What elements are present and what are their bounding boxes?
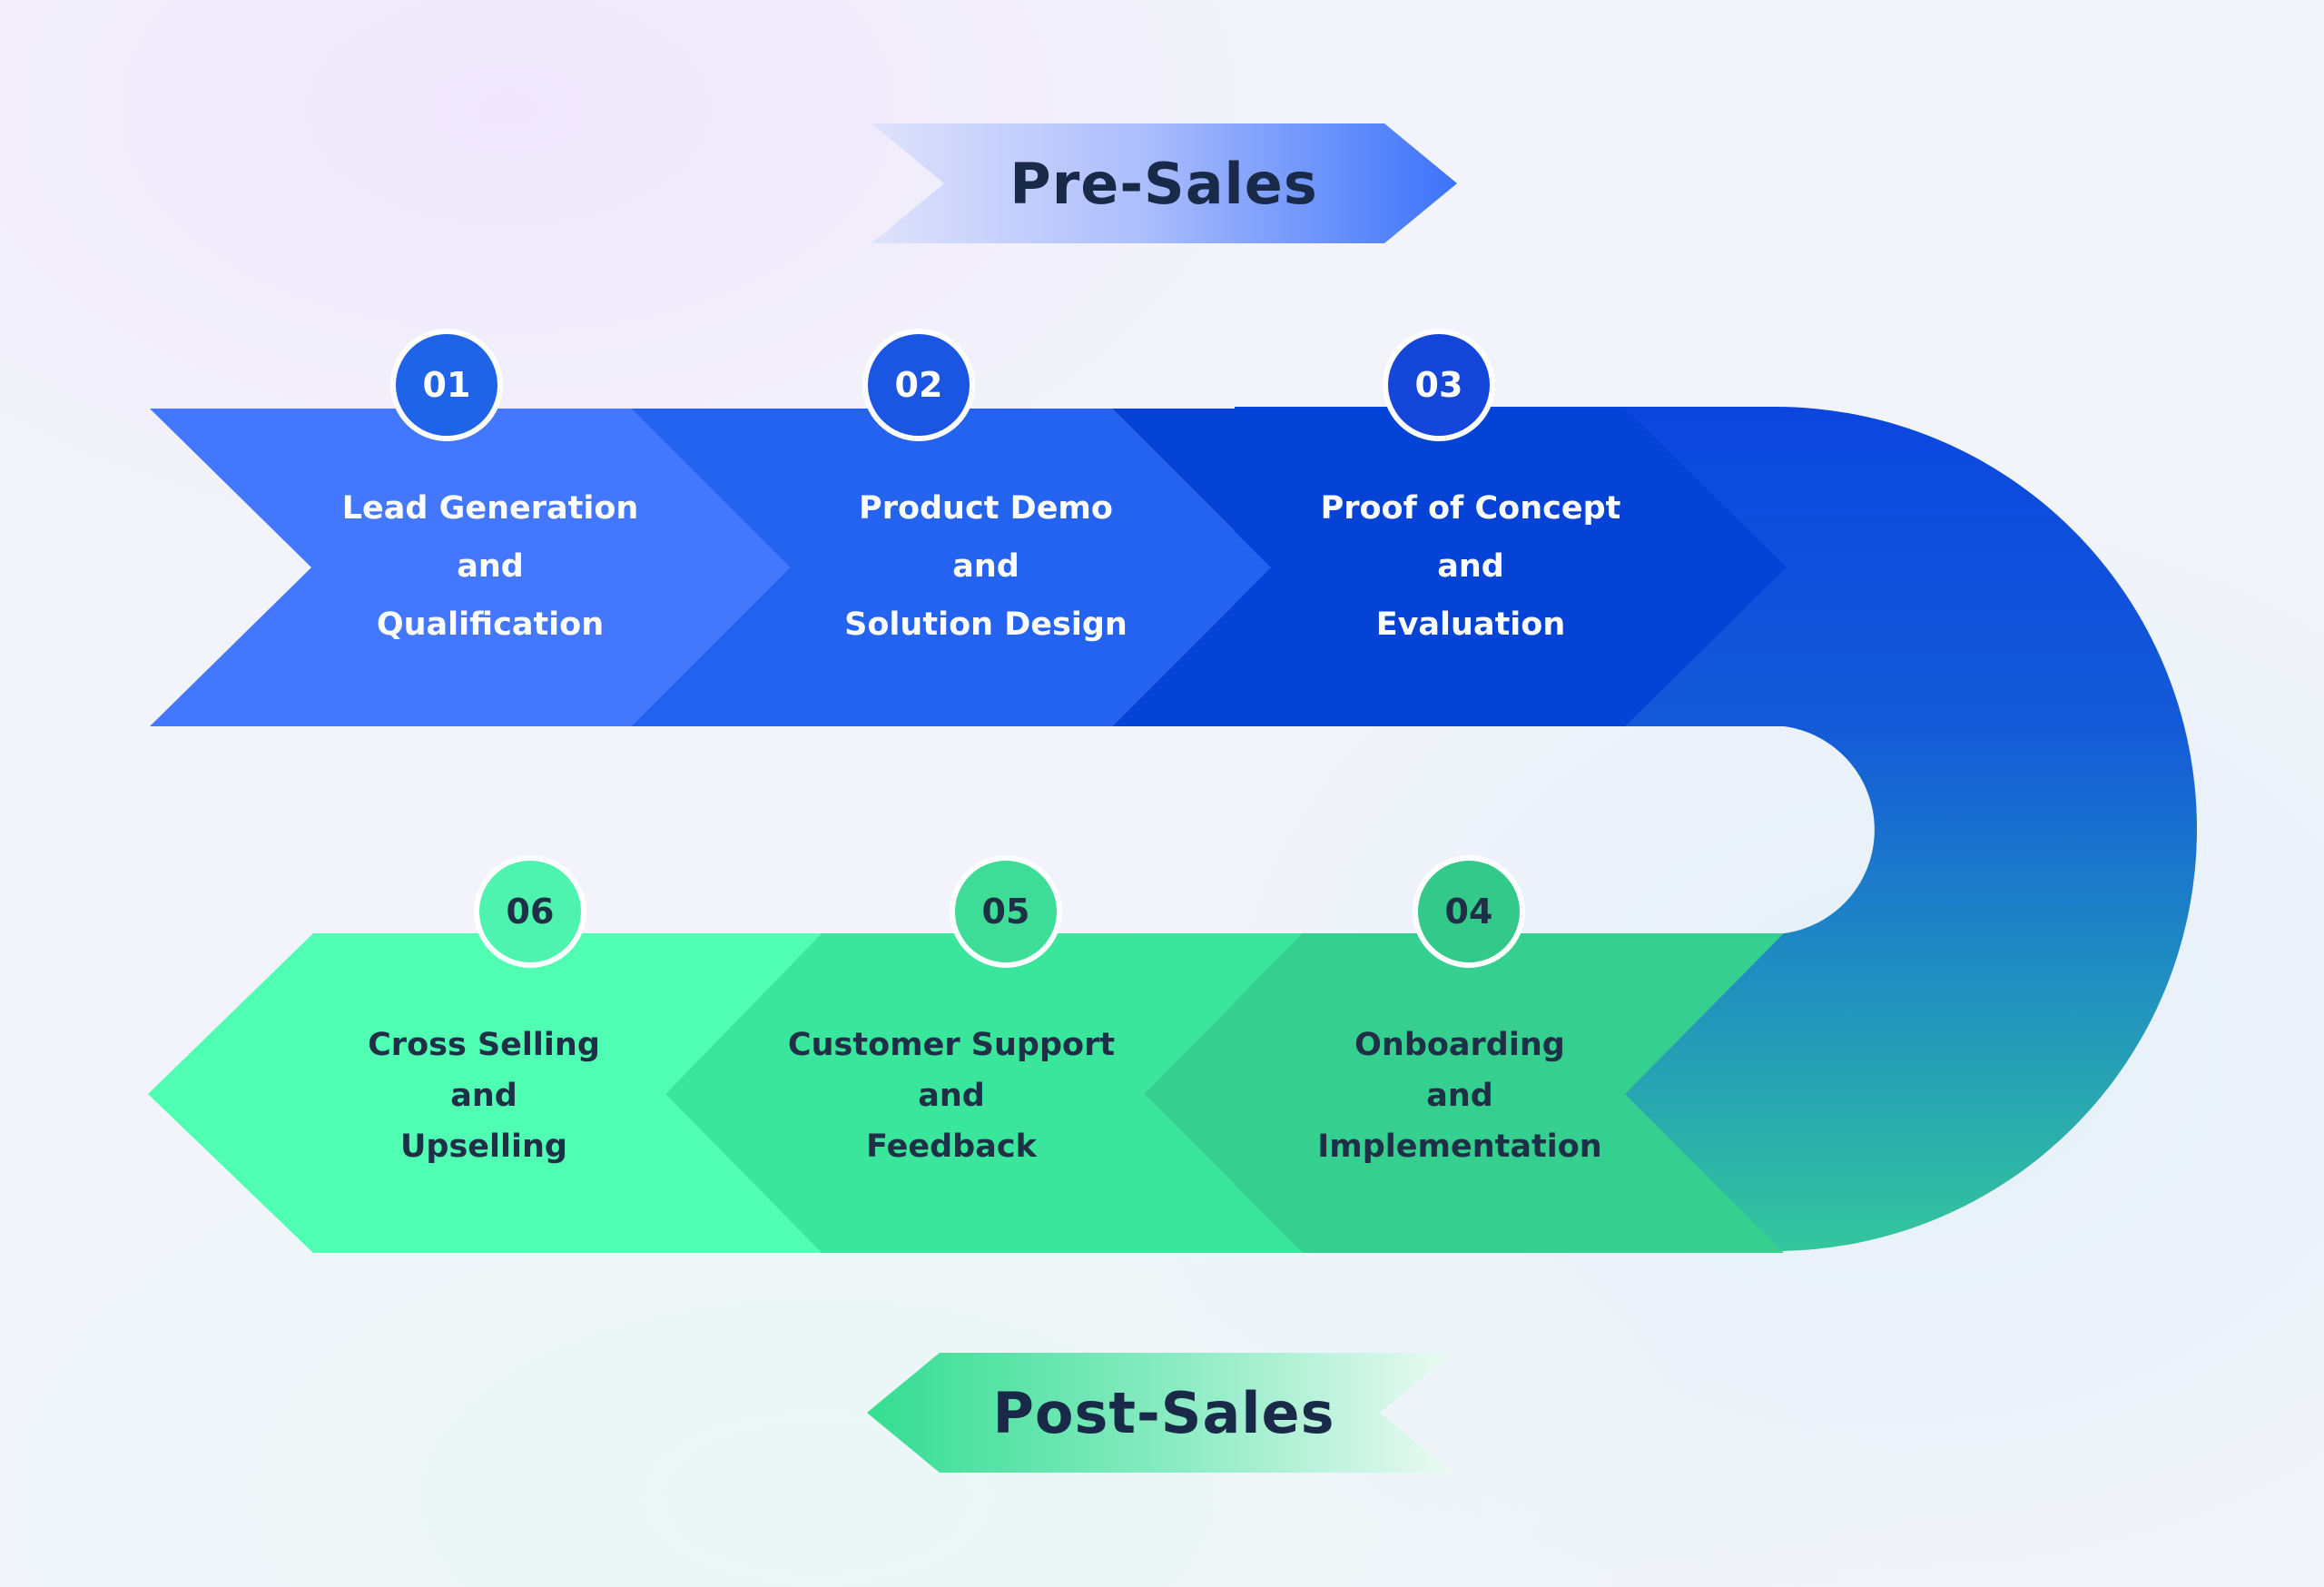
step-02-line-3: Solution Design (844, 606, 1128, 643)
step-04-line-3: Implementation (1317, 1129, 1602, 1165)
step-01-label: Lead Generation and Qualification (309, 479, 672, 654)
step-01-line-3: Qualification (376, 606, 605, 643)
step-05-line-1: Customer Support (787, 1027, 1116, 1063)
step-04-line-2: and (1426, 1078, 1493, 1114)
step-05-number-badge: 05 (950, 855, 1062, 968)
step-01-chevron (150, 409, 790, 726)
post-sales-label: Post-Sales (992, 1379, 1335, 1446)
step-06-number-badge: 06 (474, 855, 586, 968)
step-05-line-3: Feedback (866, 1129, 1037, 1165)
step-04-chevron (1144, 933, 1784, 1253)
step-04-label: Onboarding and Implementation (1278, 1020, 1641, 1172)
step-02-label: Product Demo and Solution Design (804, 479, 1167, 654)
pre-sales-banner-shape (872, 123, 1457, 243)
step-03-line-3: Evaluation (1375, 606, 1566, 643)
step-03-number-badge: 03 (1383, 329, 1495, 441)
step-01-line-1: Lead Generation (341, 490, 639, 527)
step-02-line-1: Product Demo (859, 490, 1113, 527)
step-03-chevron (1112, 409, 1787, 726)
step-05-label: Customer Support and Feedback (770, 1020, 1133, 1172)
step-01-line-2: and (457, 548, 524, 585)
step-02-number-badge: 02 (862, 329, 975, 441)
step-06-label: Cross Selling and Upselling (302, 1020, 665, 1172)
step-02-line-2: and (952, 548, 1019, 585)
step-05-chevron (665, 933, 1303, 1253)
pre-sales-label: Pre-Sales (1009, 150, 1318, 217)
step-06-line-2: and (450, 1078, 517, 1114)
step-03-line-2: and (1437, 548, 1504, 585)
step-02-chevron (631, 409, 1271, 726)
step-04-number-badge: 04 (1413, 855, 1525, 968)
step-04-line-1: Onboarding (1354, 1027, 1565, 1063)
step-03-label: Proof of Concept and Evaluation (1289, 479, 1652, 654)
step-01-number-badge: 01 (390, 329, 503, 441)
step-06-chevron (148, 933, 822, 1253)
step-06-line-1: Cross Selling (368, 1027, 600, 1063)
step-06-line-3: Upselling (399, 1129, 567, 1165)
post-sales-banner-shape (867, 1353, 1452, 1473)
step-03-line-1: Proof of Concept (1320, 490, 1621, 527)
step-05-line-2: and (918, 1078, 985, 1114)
